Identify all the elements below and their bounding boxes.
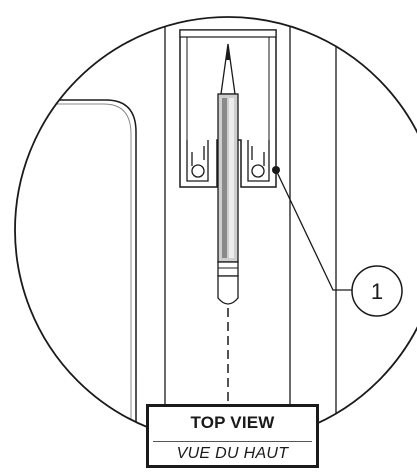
panel-edge [15,99,137,443]
callout-number: 1 [371,279,383,304]
latch-right [247,140,270,182]
caption-primary: TOP VIEW [190,413,275,432]
caption-box: TOP VIEW VUE DU HAUT [146,404,319,468]
panel-edge-inner [15,103,132,443]
callout-circle [351,265,403,317]
caption-secondary: VUE DU HAUT [176,445,289,462]
leader-line [275,169,352,291]
slot-top-rail [179,29,277,38]
latch-left [186,140,209,182]
caption-divider [153,441,312,442]
pencil [217,43,239,305]
